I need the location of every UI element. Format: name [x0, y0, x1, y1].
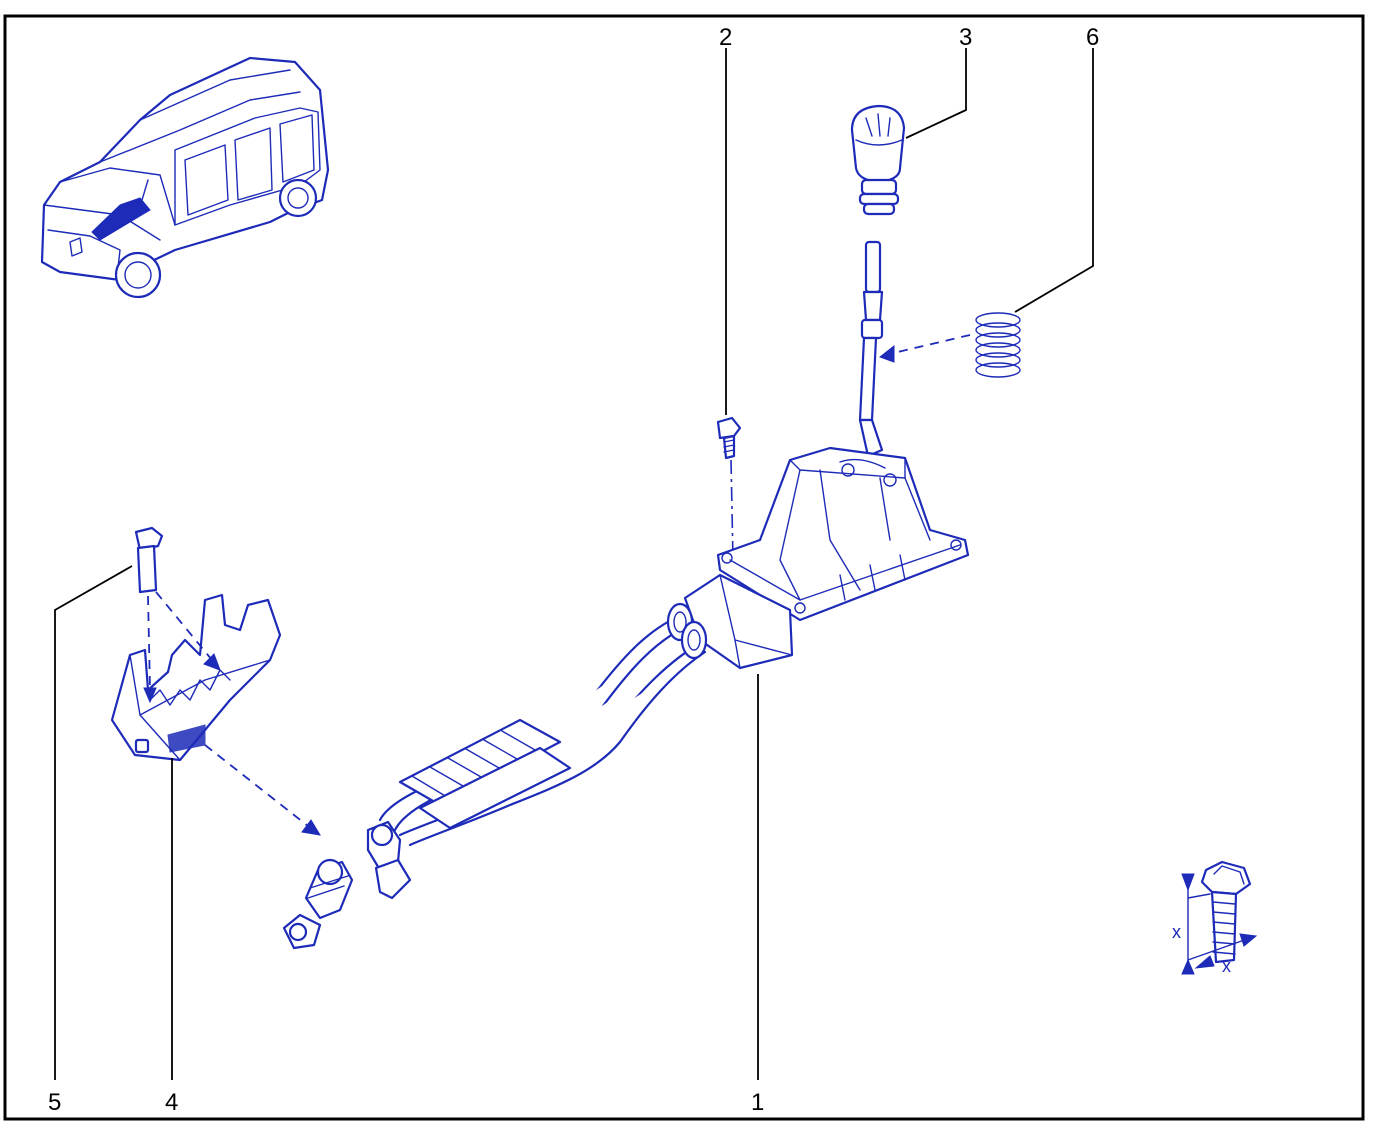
cable-icon [282, 602, 708, 950]
gear-knob-icon [850, 104, 906, 216]
diagram-border [3, 14, 1365, 1121]
arrow-head [143, 687, 157, 704]
leader-line-3 [905, 48, 967, 139]
bracket-assembly-arrow [204, 744, 309, 827]
bolt-assembly-line [730, 459, 734, 561]
arrow-head [878, 344, 895, 363]
vehicle-icon [40, 56, 330, 299]
callout-5: 5 [48, 1089, 61, 1116]
gear-lever-housing-icon [683, 446, 970, 670]
arrow-head [301, 819, 321, 836]
leader-line-5 [54, 565, 133, 1080]
leader-line-6 [1014, 48, 1094, 313]
bracket-bolt-arrow-1 [147, 595, 151, 691]
spring-icon [975, 312, 1021, 378]
callout-4: 4 [165, 1089, 178, 1116]
torque-dimension-label-left: x [1172, 922, 1181, 942]
callout-1: 1 [751, 1089, 764, 1116]
callout-6: 6 [1086, 24, 1099, 51]
gear-lever-rod [858, 240, 884, 458]
callout-2: 2 [719, 24, 732, 51]
spring-assembly-arrow [884, 334, 971, 356]
callout-3: 3 [959, 24, 972, 51]
arrow-head [203, 653, 221, 671]
bracket-bolt-icon [134, 526, 164, 594]
torque-dimension-label-bottom: x [1222, 956, 1231, 976]
bracket-icon [110, 593, 282, 762]
torque-bolt-icon [1181, 860, 1258, 975]
bolt-icon [716, 416, 742, 460]
